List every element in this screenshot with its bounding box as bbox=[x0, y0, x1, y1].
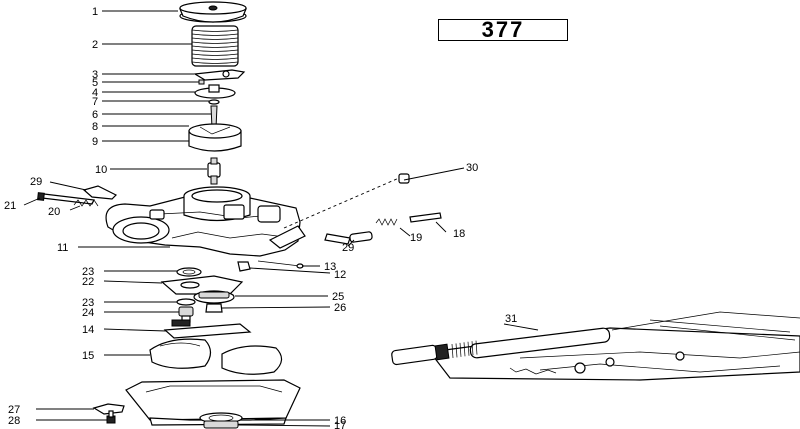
part-screw-spring bbox=[73, 199, 99, 207]
thread-line bbox=[467, 341, 470, 356]
callout-8: 8 bbox=[92, 121, 98, 133]
part-bowl-screw bbox=[203, 420, 239, 429]
callout-11: 11 bbox=[57, 242, 68, 254]
callout-5: 5 bbox=[92, 77, 98, 89]
spring-coil bbox=[191, 49, 239, 52]
part-plate bbox=[193, 69, 246, 81]
callout-7: 7 bbox=[92, 96, 98, 108]
callout-10: 10 bbox=[95, 164, 107, 176]
leader-lines bbox=[23, 10, 539, 427]
part-pin bbox=[198, 79, 205, 85]
part-float-plate bbox=[163, 319, 252, 339]
spring-coil bbox=[191, 53, 239, 56]
callout-13: 13 bbox=[324, 261, 336, 273]
part-oring-top bbox=[176, 267, 202, 277]
part-jet bbox=[207, 157, 221, 185]
spring-coil bbox=[191, 37, 239, 40]
thread-line bbox=[451, 343, 454, 359]
callout-19: 19 bbox=[410, 232, 422, 244]
callout-30: 30 bbox=[466, 162, 478, 174]
part-spring bbox=[191, 25, 239, 67]
callout-15: 15 bbox=[82, 350, 94, 362]
callout-17: 17 bbox=[334, 420, 346, 429]
callout-1: 1 bbox=[92, 6, 98, 18]
spring-coil bbox=[191, 45, 239, 48]
part-needle-valve bbox=[178, 306, 194, 323]
part-bowl-clip bbox=[92, 403, 125, 415]
part-clip bbox=[208, 99, 220, 105]
callout-26: 26 bbox=[334, 302, 346, 314]
part-oring-bottom bbox=[176, 298, 196, 306]
callout-29-right: 29 bbox=[342, 242, 354, 254]
part-lever-plate bbox=[82, 185, 118, 200]
part-carburetor-body bbox=[105, 186, 306, 257]
callout-23-top: 23 bbox=[82, 266, 94, 278]
part-idle-screw bbox=[37, 192, 95, 205]
callout-24: 24 bbox=[82, 307, 94, 319]
callout-31: 31 bbox=[505, 313, 517, 325]
callout-16: 16 bbox=[334, 415, 346, 427]
callout-6: 6 bbox=[92, 109, 98, 121]
part-washer bbox=[194, 84, 236, 99]
callout-25: 25 bbox=[332, 291, 344, 303]
part-plug bbox=[398, 173, 410, 184]
part-right-spring bbox=[375, 218, 398, 226]
part-float-left bbox=[149, 338, 212, 369]
callout-18: 18 bbox=[453, 228, 465, 240]
thread-line bbox=[475, 340, 478, 355]
part-float-right bbox=[221, 345, 283, 375]
part-choke-assembly bbox=[391, 311, 800, 381]
callout-23-bottom: 23 bbox=[82, 297, 94, 309]
page-number-box: 377 bbox=[438, 17, 568, 42]
thread-line bbox=[471, 341, 474, 356]
callout-4: 4 bbox=[92, 87, 98, 99]
part-bowl-bolt bbox=[106, 410, 116, 424]
callout-12: 12 bbox=[334, 269, 346, 281]
page-number: 377 bbox=[481, 17, 525, 42]
spring-coil bbox=[191, 29, 239, 32]
part-small-nut bbox=[237, 261, 251, 272]
part-right-screw bbox=[409, 212, 442, 223]
thread-line bbox=[455, 343, 458, 358]
callout-numbers: 1 2 3 5 4 7 6 8 9 10 29 21 20 11 23 22 2… bbox=[4, 6, 517, 429]
part-tube bbox=[324, 231, 373, 245]
part-throttle-slide bbox=[188, 123, 242, 152]
callout-20: 20 bbox=[48, 206, 60, 218]
spring-coil bbox=[191, 57, 239, 60]
part-float-pin bbox=[205, 303, 223, 313]
callout-28: 28 bbox=[8, 415, 20, 427]
callout-2: 2 bbox=[92, 39, 98, 51]
part-long-screw bbox=[257, 260, 304, 269]
callout-3: 3 bbox=[92, 69, 98, 81]
callout-22: 22 bbox=[82, 276, 94, 288]
thread-line bbox=[463, 342, 466, 357]
callout-21: 21 bbox=[4, 200, 16, 212]
part-gasket bbox=[160, 275, 244, 295]
callout-9: 9 bbox=[92, 136, 98, 148]
callout-14: 14 bbox=[82, 324, 94, 336]
thread-line bbox=[459, 342, 462, 357]
spring-coil bbox=[191, 61, 239, 64]
callout-29-left: 29 bbox=[30, 176, 42, 188]
spring-coil bbox=[191, 33, 239, 36]
part-cap bbox=[179, 1, 247, 23]
part-float-arm bbox=[193, 290, 235, 304]
callout-27: 27 bbox=[8, 404, 20, 416]
spring-coil bbox=[191, 41, 239, 44]
